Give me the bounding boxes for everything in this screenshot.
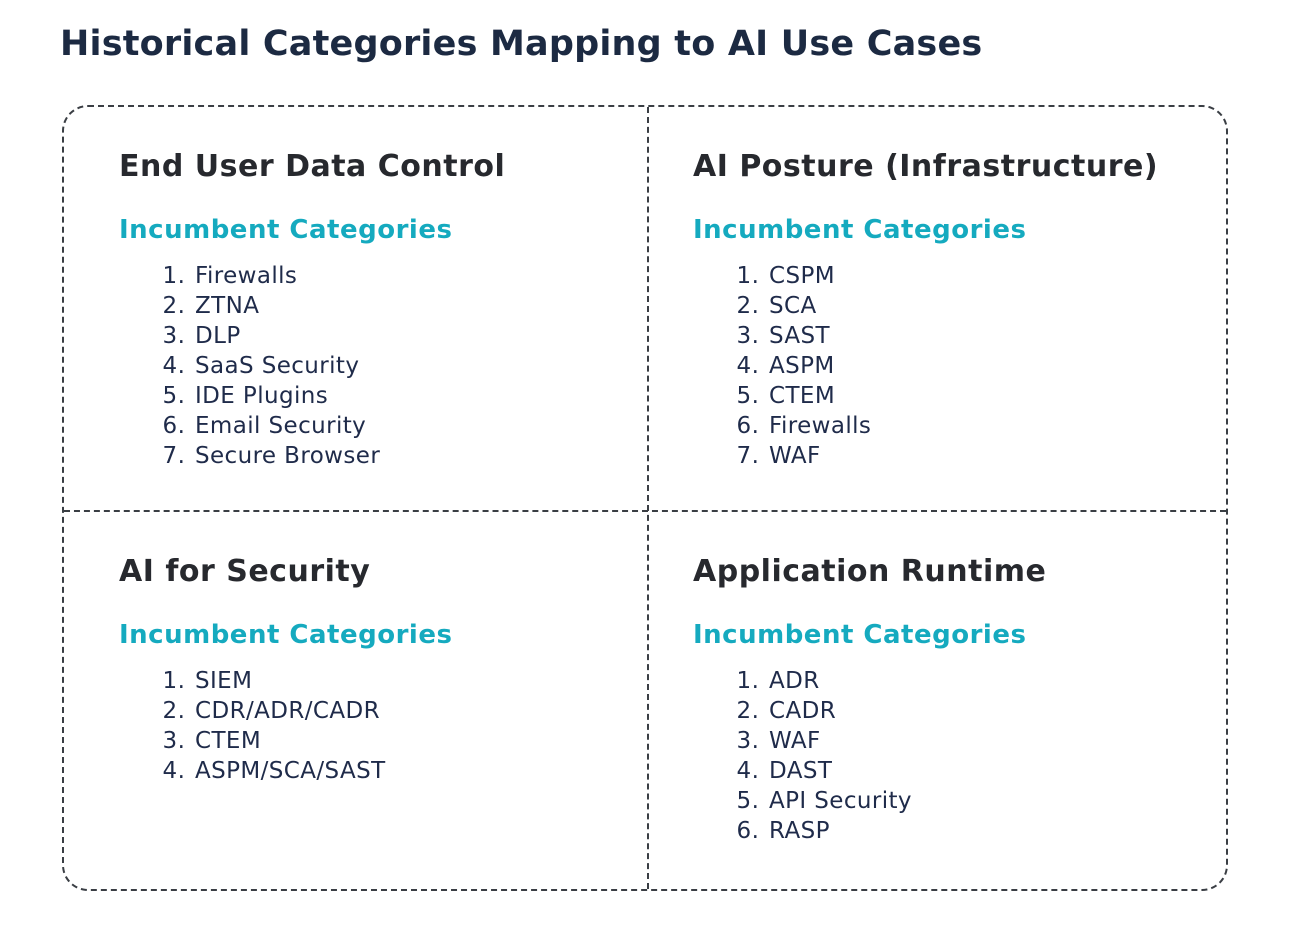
incumbent-category-list: Firewalls ZTNA DLP SaaS Security IDE Plu… xyxy=(119,261,629,471)
list-item: IDE Plugins xyxy=(193,381,629,411)
quadrant-subtitle: Incumbent Categories xyxy=(693,215,1027,245)
vertical-divider xyxy=(647,107,649,889)
list-item: DAST xyxy=(767,756,1203,786)
list-item: Firewalls xyxy=(193,261,629,291)
list-item: SIEM xyxy=(193,666,629,696)
quadrant-application-runtime: Application Runtime Incumbent Categories… xyxy=(693,553,1203,846)
quadrant-end-user-data-control: End User Data Control Incumbent Categori… xyxy=(119,148,629,471)
list-item: ZTNA xyxy=(193,291,629,321)
list-item: Secure Browser xyxy=(193,441,629,471)
list-item: RASP xyxy=(767,816,1203,846)
list-item: SCA xyxy=(767,291,1203,321)
incumbent-category-list: SIEM CDR/ADR/CADR CTEM ASPM/SCA/SAST xyxy=(119,666,629,786)
list-item: CSPM xyxy=(767,261,1203,291)
list-item: Firewalls xyxy=(767,411,1203,441)
quadrant-title: AI Posture (Infrastructure) xyxy=(693,149,1159,184)
quadrant-ai-for-security: AI for Security Incumbent Categories SIE… xyxy=(119,553,629,786)
quadrant-title: AI for Security xyxy=(119,554,371,589)
list-item: API Security xyxy=(767,786,1203,816)
list-item: WAF xyxy=(767,726,1203,756)
list-item: SAST xyxy=(767,321,1203,351)
list-item: SaaS Security xyxy=(193,351,629,381)
list-item: ADR xyxy=(767,666,1203,696)
quadrant-subtitle: Incumbent Categories xyxy=(119,215,453,245)
quadrant-grid: End User Data Control Incumbent Categori… xyxy=(62,105,1228,891)
list-item: Email Security xyxy=(193,411,629,441)
incumbent-category-list: CSPM SCA SAST ASPM CTEM Firewalls WAF xyxy=(693,261,1203,471)
page-title: Historical Categories Mapping to AI Use … xyxy=(60,24,983,64)
incumbent-category-list: ADR CADR WAF DAST API Security RASP xyxy=(693,666,1203,846)
quadrant-subtitle: Incumbent Categories xyxy=(119,620,453,650)
list-item: DLP xyxy=(193,321,629,351)
list-item: ASPM/SCA/SAST xyxy=(193,756,629,786)
list-item: ASPM xyxy=(767,351,1203,381)
quadrant-subtitle: Incumbent Categories xyxy=(693,620,1027,650)
list-item: CDR/ADR/CADR xyxy=(193,696,629,726)
horizontal-divider xyxy=(64,510,1226,512)
quadrant-ai-posture-infrastructure: AI Posture (Infrastructure) Incumbent Ca… xyxy=(693,148,1203,471)
list-item: CADR xyxy=(767,696,1203,726)
quadrant-title: End User Data Control xyxy=(119,149,506,184)
quadrant-title: Application Runtime xyxy=(693,554,1047,589)
list-item: CTEM xyxy=(767,381,1203,411)
list-item: WAF xyxy=(767,441,1203,471)
list-item: CTEM xyxy=(193,726,629,756)
